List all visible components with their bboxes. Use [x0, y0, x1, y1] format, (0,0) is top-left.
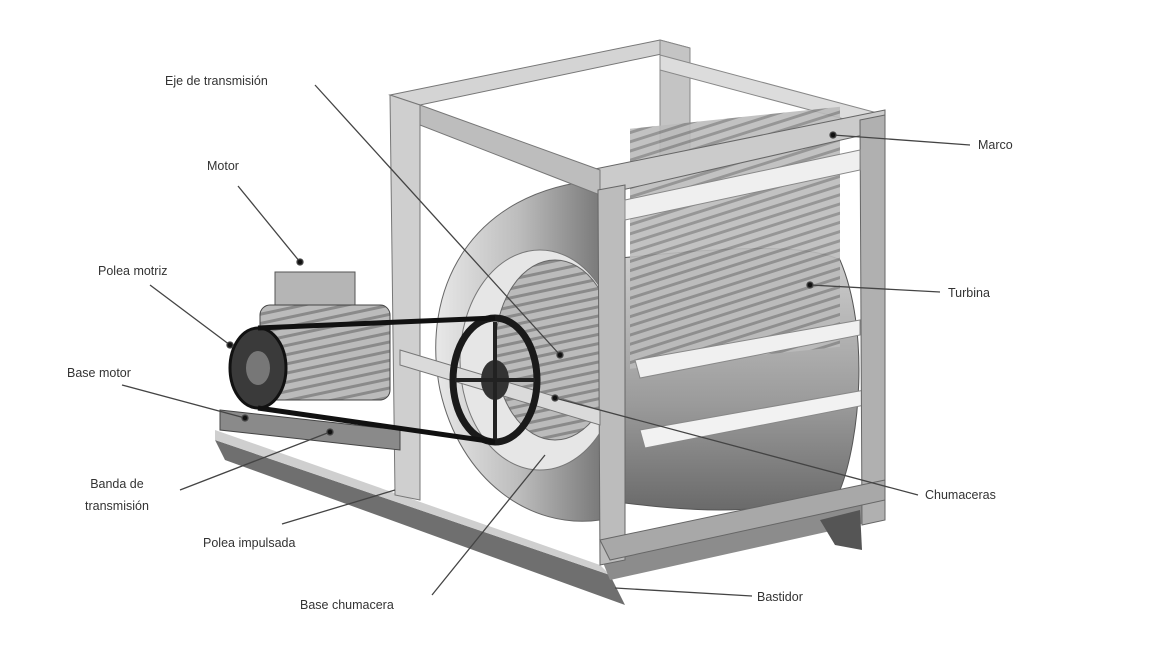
drive-belt-pulleys	[228, 314, 541, 446]
label-driven-pulley: Polea impulsada	[203, 536, 296, 550]
leader-lines	[121, 84, 971, 597]
label-drive-pulley: Polea motriz	[98, 264, 168, 278]
label-belt-line1: Banda de	[90, 477, 144, 491]
label-motor: Motor	[207, 159, 239, 173]
label-frame: Marco	[978, 138, 1013, 152]
label-turbine: Turbina	[948, 286, 990, 300]
label-belt: Banda de transmisión	[85, 473, 149, 517]
label-bearings: Chumaceras	[925, 488, 996, 502]
label-shaft: Eje de transmisión	[165, 74, 268, 88]
label-bearing-base: Base chumacera	[300, 598, 394, 612]
label-base-frame: Bastidor	[757, 590, 803, 604]
front-frame	[419, 104, 886, 566]
label-motor-base: Base motor	[67, 366, 131, 380]
label-belt-line2: transmisión	[85, 499, 149, 513]
